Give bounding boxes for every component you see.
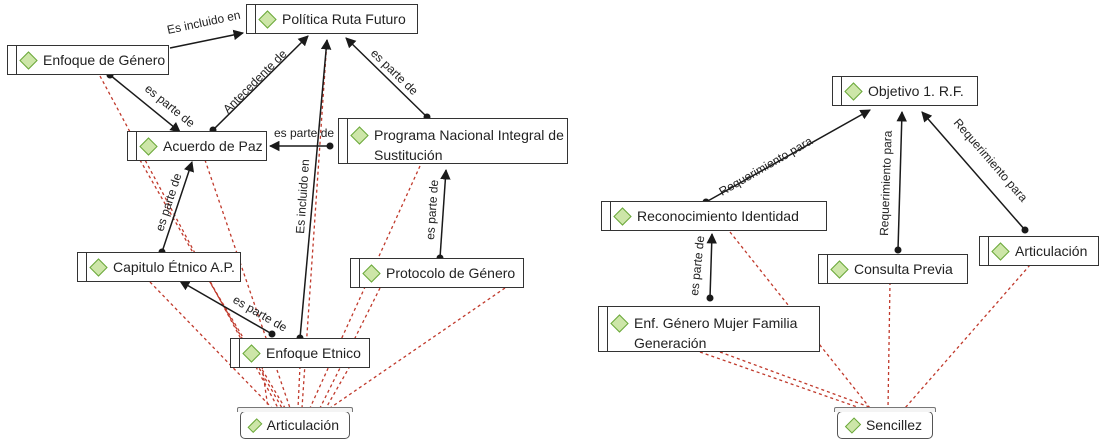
node-bar bbox=[78, 253, 87, 281]
node-bar bbox=[247, 5, 256, 33]
node-label: Enfoque de Género bbox=[43, 52, 166, 68]
node-bar bbox=[599, 307, 608, 351]
concept-icon bbox=[610, 314, 629, 333]
link-label-es-incluido-en-etnico: Es incluido en bbox=[293, 159, 312, 235]
node-label: Objetivo 1. R.F. bbox=[868, 83, 964, 99]
root-sencillez[interactable]: Sencillez bbox=[834, 407, 936, 439]
concept-icon bbox=[247, 417, 263, 433]
node-politica-ruta-futuro[interactable]: Política Ruta Futuro bbox=[246, 4, 418, 34]
node-consulta-previa[interactable]: Consulta Previa bbox=[818, 254, 968, 284]
node-bar bbox=[128, 132, 137, 160]
concept-icon bbox=[242, 343, 261, 363]
node-reconocimiento-identidad[interactable]: Reconocimiento Identidad bbox=[601, 201, 827, 231]
link-label-es-parte-de-protocolo: es parte de bbox=[423, 179, 441, 240]
node-bar bbox=[833, 77, 842, 105]
concept-icon bbox=[258, 9, 277, 29]
node-enf-genero-mujer[interactable]: Enf. Género Mujer Familia Generación bbox=[598, 306, 820, 352]
node-bar bbox=[351, 259, 360, 287]
node-acuerdo-de-paz[interactable]: Acuerdo de Paz bbox=[127, 131, 267, 161]
root-label: Sencillez bbox=[865, 417, 922, 433]
node-label: Enf. Género Mujer Familia Generación bbox=[634, 315, 798, 351]
left-arrow-origins bbox=[106, 71, 444, 342]
link-label-es-parte-de-enf: es parte de bbox=[687, 235, 707, 296]
node-bar bbox=[980, 237, 989, 265]
link-label-antecedente-de: Antecedente de bbox=[220, 47, 290, 117]
node-enfoque-de-genero[interactable]: Enfoque de Género bbox=[7, 45, 169, 75]
link-label-es-incluido-en-top: Es incluido en bbox=[166, 8, 242, 37]
concept-icon bbox=[844, 81, 863, 101]
concept-icon bbox=[362, 263, 381, 283]
right-arrows bbox=[705, 109, 1026, 299]
link-label-es-parte-de-programa-paz: es parte de bbox=[274, 126, 334, 140]
node-bar bbox=[602, 202, 611, 230]
link-label-es-parte-de-programa-politica: es parte de bbox=[368, 46, 421, 98]
node-label: Enfoque Etnico bbox=[266, 345, 361, 361]
node-capitulo-etnico[interactable]: Capitulo Étnico A.P. bbox=[77, 252, 241, 282]
node-articulacion-right[interactable]: Articulación bbox=[979, 236, 1099, 266]
concept-icon bbox=[350, 126, 369, 145]
concept-icon bbox=[991, 241, 1010, 261]
node-protocolo-de-genero[interactable]: Protocolo de Género bbox=[350, 258, 524, 288]
link-label-es-parte-de-capitulo-paz: es parte de bbox=[153, 171, 185, 233]
node-bar bbox=[8, 46, 17, 74]
node-bar bbox=[339, 119, 348, 163]
node-label: Articulación bbox=[1015, 243, 1088, 259]
link-label-req-consulta: Requerimiento para bbox=[877, 130, 895, 236]
node-label: Acuerdo de Paz bbox=[163, 138, 263, 154]
node-objetivo-1-rf[interactable]: Objetivo 1. R.F. bbox=[832, 76, 978, 106]
node-bar bbox=[231, 339, 240, 367]
node-bar bbox=[819, 255, 828, 283]
root-label: Articulación bbox=[266, 417, 339, 433]
node-label: Protocolo de Género bbox=[386, 265, 516, 281]
node-enfoque-etnico[interactable]: Enfoque Etnico bbox=[230, 338, 370, 368]
concept-icon bbox=[844, 416, 862, 434]
concept-icon bbox=[89, 257, 108, 277]
node-label: Política Ruta Futuro bbox=[282, 11, 406, 27]
node-programa-nacional[interactable]: Programa Nacional Integral de Sustitució… bbox=[338, 118, 568, 164]
concept-icon bbox=[139, 136, 158, 156]
node-label: Reconocimiento Identidad bbox=[637, 208, 799, 224]
concept-icon bbox=[19, 50, 38, 70]
concept-icon bbox=[830, 259, 849, 279]
node-label: Capitulo Étnico A.P. bbox=[113, 259, 235, 275]
root-articulacion[interactable]: Articulación bbox=[237, 407, 353, 439]
node-label: Programa Nacional Integral de Sustitució… bbox=[374, 127, 564, 163]
concept-icon bbox=[613, 206, 632, 226]
node-label: Consulta Previa bbox=[854, 261, 953, 277]
right-dotted-links bbox=[699, 231, 1031, 409]
left-arrows bbox=[109, 29, 451, 339]
link-label-req-reconocimiento: Requerimiento para bbox=[717, 134, 816, 199]
link-label-es-parte-de-etnico-capitulo: es parte de bbox=[231, 292, 290, 334]
